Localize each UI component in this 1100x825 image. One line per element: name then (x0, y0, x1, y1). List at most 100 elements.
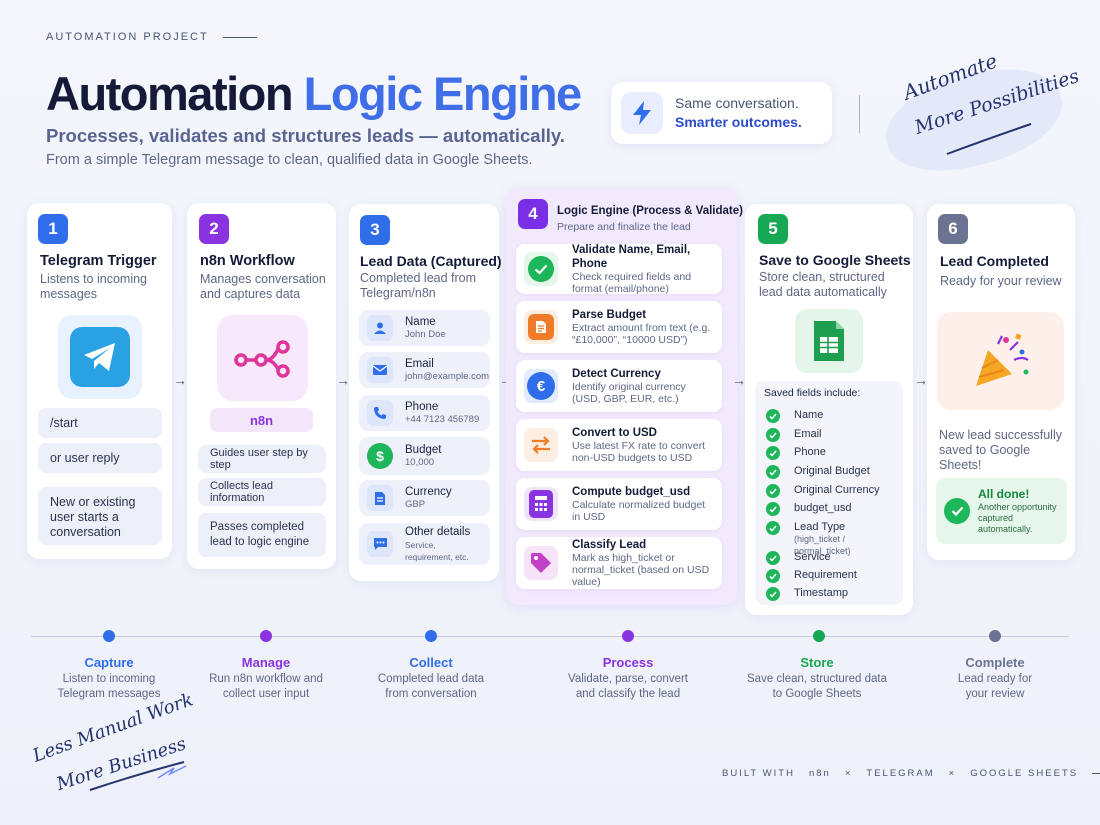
saved-field-phone: Phone (766, 446, 826, 460)
page-description: From a simple Telegram message to clean,… (46, 152, 533, 168)
step-card-4: 4 Logic Engine (Process & Validate) Prep… (506, 188, 743, 605)
saved-fields-heading: Saved fields include: (764, 387, 861, 399)
footer-line (1092, 773, 1100, 774)
field-email-value: john@example.com (405, 371, 490, 382)
header-divider (859, 95, 860, 133)
field-budget-value: 10,000 (405, 457, 435, 468)
check-icon (766, 502, 780, 516)
telegram-icon (70, 327, 130, 387)
swap-arrows-icon (524, 428, 558, 462)
field-name-label: Name (405, 316, 436, 328)
badge-line1: Same conversation. (675, 95, 799, 111)
step-desc-1: Listens to incoming messages (40, 272, 148, 301)
field-currency-value: GBP (405, 499, 426, 510)
step-desc-2: Manages conversation and captures data (200, 272, 326, 301)
check-icon (766, 551, 780, 565)
chip-passes: Passes completed lead to logic engine (198, 513, 326, 557)
step-title-4: Logic Engine (Process & Validate) (557, 205, 743, 217)
step-number-4: 4 (518, 199, 548, 229)
logic-validate-desc: Check required fields and format (email/… (572, 271, 692, 295)
chat-icon (367, 531, 393, 557)
field-currency-label: Currency (405, 486, 452, 498)
handwriting-bottom-underline (89, 761, 187, 791)
step-title-3: Lead Data (Captured) (360, 253, 502, 269)
chip-start: /start (38, 408, 162, 438)
step-number-2: 2 (199, 214, 229, 244)
kicker-line (222, 36, 257, 38)
n8n-icon (217, 315, 308, 401)
step-title-1: Telegram Trigger (40, 253, 157, 269)
chip-user-reply: or user reply (38, 443, 162, 473)
field-budget-label: Budget (405, 444, 442, 456)
calculator-icon (524, 487, 558, 521)
footer-google-sheets: GOOGLE SHEETS (970, 768, 1079, 779)
chip-guides: Guides user step by step (198, 445, 326, 473)
logic-compute-desc: Calculate normalized budget in USD (572, 499, 706, 523)
field-name-value: John Doe (405, 329, 446, 340)
step-card-2: 2 n8n Workflow Manages conversation and … (187, 203, 336, 569)
timeline-dot-collect (425, 630, 437, 642)
field-phone: Phone+44 7123 456789 (359, 395, 490, 431)
logic-parse-title: Parse Budget (572, 309, 647, 321)
check-icon (524, 252, 558, 286)
chip-new-user: New or existing user starts a conversati… (38, 487, 162, 545)
step-desc-6: Ready for your review (940, 274, 1062, 288)
google-sheets-icon (795, 309, 863, 373)
saved-field-timestamp: Timestamp (766, 587, 848, 601)
footer-n8n: n8n (808, 768, 831, 779)
saved-field-original-currency: Original Currency (766, 484, 880, 498)
step-number-5: 5 (758, 214, 788, 244)
saved-field-requirement: Requirement (766, 569, 857, 583)
done-title: All done! (978, 487, 1030, 501)
check-icon (766, 484, 780, 498)
timeline-dot-process (622, 630, 634, 642)
handwriting-underline (946, 123, 1032, 155)
footer-sep-2: × (948, 768, 957, 779)
flow-arrow-2: → (336, 372, 350, 388)
field-other-label: Other details (405, 526, 471, 538)
timeline-dot-manage (260, 630, 272, 642)
timeline-dot-complete (989, 630, 1001, 642)
telegram-icon-tile (58, 315, 142, 399)
saved-field-original-budget: Original Budget (766, 465, 870, 479)
footer-sep-1: × (844, 768, 853, 779)
saved-field-budget-usd: budget_usd (766, 502, 852, 516)
field-email-label: Email (405, 358, 434, 370)
timeline-dot-store (813, 630, 825, 642)
step-card-5: 5 Save to Google Sheets Store clean, str… (745, 204, 913, 615)
flow-arrow-4: → (732, 372, 746, 388)
step-card-1: 1 Telegram Trigger Listens to incoming m… (27, 203, 172, 559)
field-phone-label: Phone (405, 401, 439, 413)
tag-icon (524, 546, 558, 580)
logic-classify-desc: Mark as high_ticket or normal_ticket (ba… (572, 552, 710, 588)
euro-icon: € (524, 369, 558, 403)
title-part1: Automation (46, 67, 294, 120)
kicker: AUTOMATION PROJECT (46, 31, 257, 43)
field-other-value: Service, requirement, etc. (405, 540, 469, 562)
step-desc-3: Completed lead from Telegram/n8n (360, 271, 477, 300)
check-icon (944, 498, 970, 524)
user-icon (367, 315, 393, 341)
footer-telegram: TELEGRAM (866, 768, 935, 779)
flow-arrow-1: → (173, 372, 187, 388)
lead-type-note: (high_ticket / normal_ticket) (794, 534, 851, 556)
timeline-dot-capture (103, 630, 115, 642)
step-title-6: Lead Completed (940, 253, 1049, 269)
logic-compute-title: Compute budget_usd (572, 486, 691, 498)
logic-convert-title: Convert to USD (572, 427, 657, 439)
check-icon (766, 446, 780, 460)
saved-fields-panel: Saved fields include: Name Email Phone O… (755, 381, 903, 605)
done-desc: Another opportunity captured automatical… (978, 502, 1057, 534)
check-icon (766, 409, 780, 423)
chip-collects: Collects lead information (198, 478, 326, 506)
